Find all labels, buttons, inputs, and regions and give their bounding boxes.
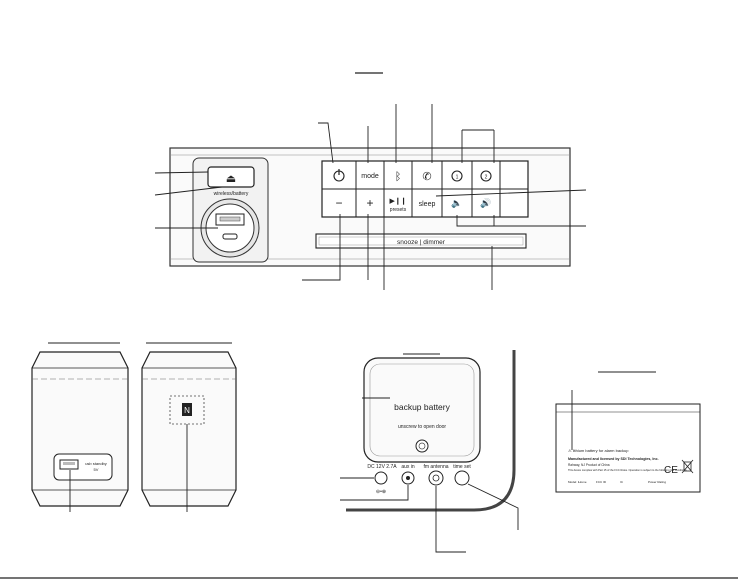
bin-body	[683, 461, 692, 472]
side-left-body	[31, 351, 129, 507]
battery-title: backup battery	[394, 402, 451, 412]
usb-a-port-pins	[219, 216, 241, 222]
minus-button[interactable]: −	[335, 196, 342, 210]
ce-mark: CE	[664, 465, 678, 476]
alarm2-button[interactable]: 2	[480, 170, 492, 182]
charger-label: wireless/battery	[214, 191, 249, 197]
callout-minus-plus	[302, 214, 341, 281]
snooze-bar-inner	[318, 236, 524, 246]
top-callouts	[154, 104, 587, 290]
battery-door-inner	[369, 363, 475, 457]
label-ic: IC	[620, 480, 624, 484]
plus-button[interactable]: +	[366, 196, 373, 210]
label-warning: ⚠ lithium battery for alarm backup	[568, 448, 629, 453]
side-view-right: N	[141, 351, 237, 512]
nfc-icon	[182, 403, 192, 416]
back-callouts	[340, 397, 519, 553]
time-set-label: time set	[453, 464, 471, 470]
battery-door-screw[interactable]	[415, 439, 429, 453]
back-housing-edge	[346, 350, 516, 512]
callout-fm	[435, 486, 466, 553]
usb-standby-pins	[63, 462, 75, 465]
callout-charger-label	[154, 186, 223, 196]
micro-usb-port[interactable]	[222, 233, 238, 240]
aux-label: aux in	[401, 464, 415, 470]
label-line2: Rahway, NJ Product of China	[568, 463, 610, 467]
weee-bin-icon	[681, 459, 694, 474]
presets-label: presets	[390, 207, 407, 213]
label-fine-print: This device complies with Part 15 of the…	[568, 468, 688, 472]
usb-standby-sub: 5V	[94, 467, 99, 472]
battery-door	[363, 357, 481, 463]
alarm2-number: 2	[485, 175, 488, 181]
volume-up-icon[interactable]: 🔊	[480, 197, 491, 209]
play-pause-icon[interactable]: ▶❙❙	[389, 197, 406, 205]
fm-jack-inner	[432, 474, 440, 482]
fm-antenna-jack[interactable]	[428, 470, 444, 486]
label-plate-body	[555, 403, 701, 493]
alarm1-button[interactable]: 1	[451, 170, 463, 182]
label-fcc: FCC ID	[596, 480, 607, 484]
eject-button[interactable]	[207, 166, 255, 188]
back-view: backup battery unscrew to open door DC 1…	[346, 350, 516, 512]
callout-sleep	[435, 189, 587, 197]
alarm2-icon	[480, 170, 492, 182]
callout-time-set	[467, 483, 519, 530]
phone-icon[interactable]: ✆	[422, 171, 431, 183]
callout-eject	[154, 171, 209, 174]
snooze-bar[interactable]	[315, 233, 527, 249]
dc-label: DC 12V 2.7A	[367, 464, 397, 470]
fm-label: fm antenna	[423, 464, 448, 470]
battery-sub: unscrew to open door	[398, 424, 446, 430]
mode-button[interactable]: mode	[361, 173, 379, 180]
power-button[interactable]	[333, 169, 345, 182]
side-view-left: usb standby 5V	[31, 351, 129, 512]
alarm1-number: 1	[456, 175, 459, 181]
callout-power	[318, 122, 334, 164]
volume-down-icon[interactable]: 🔈	[451, 198, 462, 209]
side-right-body	[141, 351, 237, 507]
bluetooth-icon[interactable]: ᛒ	[395, 171, 402, 183]
callout-aux	[340, 485, 409, 501]
callout-volume	[456, 215, 586, 227]
time-set-button[interactable]	[454, 470, 470, 486]
label-manufacturer: Manufactured and licensed by SDI Technol…	[568, 457, 659, 461]
top-panel: ⏏ wireless/battery mode ᛒ ✆ 1 2	[169, 147, 571, 267]
aux-jack-hole	[406, 476, 410, 480]
label-rating: Power Rating	[648, 480, 666, 484]
snooze-dimmer-label: snooze | dimmer	[397, 239, 446, 246]
dc-jack[interactable]	[374, 471, 388, 485]
alarm1-icon	[451, 170, 463, 182]
nfc-mark: N	[184, 406, 190, 415]
nfc-zone	[169, 395, 205, 425]
dc-polarity: ⊖•⊕	[376, 489, 386, 495]
screw-icon	[418, 442, 426, 450]
eject-icon: ⏏	[226, 173, 236, 185]
bin-cross-b	[681, 459, 694, 474]
sleep-button[interactable]: sleep	[419, 201, 436, 208]
usb-standby-label: usb standby	[85, 461, 107, 466]
label-model: Model: iHome	[568, 480, 587, 484]
label-plate: ⚠ lithium battery for alarm backup Manuf…	[555, 390, 701, 493]
